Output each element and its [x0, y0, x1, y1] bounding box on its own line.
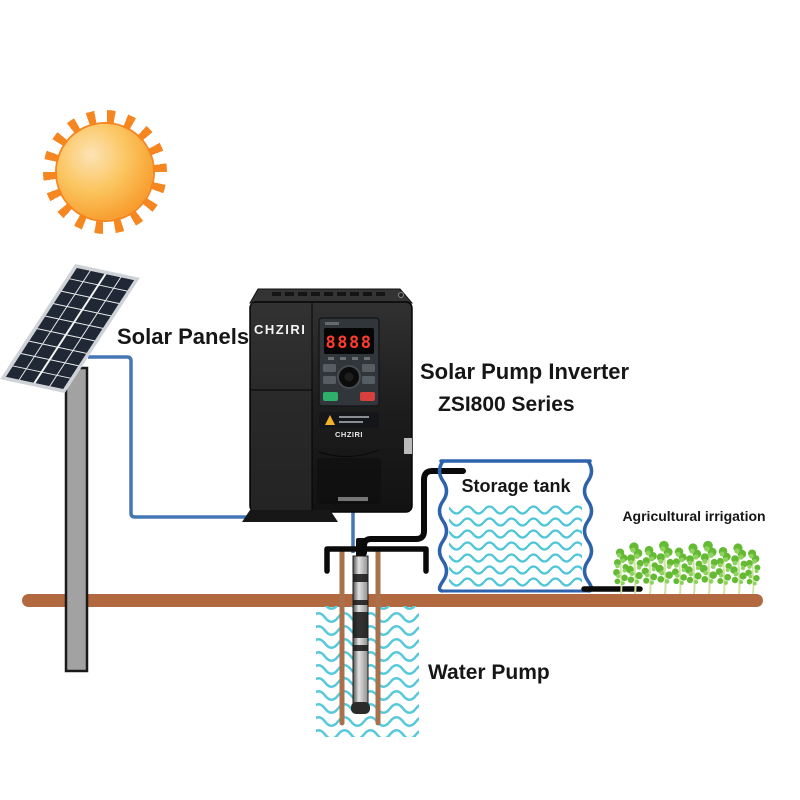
water-pump	[351, 538, 370, 714]
sun-body	[57, 124, 153, 220]
inverter-title-label: Solar Pump Inverter	[420, 359, 630, 384]
pump-bottom-cap	[351, 702, 370, 714]
tank-water	[449, 503, 582, 589]
storage-tank-label: Storage tank	[461, 476, 571, 496]
storage-tank	[437, 459, 594, 593]
inverter-model-sticker	[338, 497, 368, 501]
solar-panel	[3, 266, 137, 391]
sun-icon	[43, 110, 167, 234]
run-button[interactable]	[323, 392, 338, 401]
pipe-pump-to-tank	[361, 468, 466, 556]
keypad-buttons[interactable]	[323, 364, 375, 384]
inverter-display-value: 8888	[326, 333, 373, 353]
water-pump-label: Water Pump	[428, 661, 550, 684]
well-casing	[339, 549, 381, 726]
inverter-side-sticker	[404, 438, 412, 454]
inverter-display	[324, 328, 374, 354]
inverter-vents	[272, 292, 385, 296]
inverter-series-label: ZSI800 Series	[438, 393, 575, 416]
inverter-screw	[398, 292, 404, 298]
inverter-base	[242, 510, 338, 522]
inverter-unit: CHZIRI 8888	[242, 288, 414, 522]
well-head-mount	[324, 546, 429, 574]
inverter-brand-text: CHZIRI	[254, 322, 306, 337]
warning-icon	[325, 415, 335, 425]
panel-pole	[64, 366, 89, 673]
inverter-front-brand-text: CHZIRI	[335, 430, 363, 439]
inverter-keypad: 8888	[318, 317, 380, 407]
irrigation-label: Agricultural irrigation	[622, 508, 766, 524]
warning-label	[319, 412, 379, 428]
stop-button[interactable]	[360, 392, 375, 401]
wire-panel-to-inverter	[88, 355, 305, 519]
inverter-left-panel	[251, 303, 312, 510]
ground-line	[22, 594, 763, 607]
solar-panels-label: Solar Panels	[117, 324, 250, 349]
irrigation-crops	[612, 539, 762, 596]
